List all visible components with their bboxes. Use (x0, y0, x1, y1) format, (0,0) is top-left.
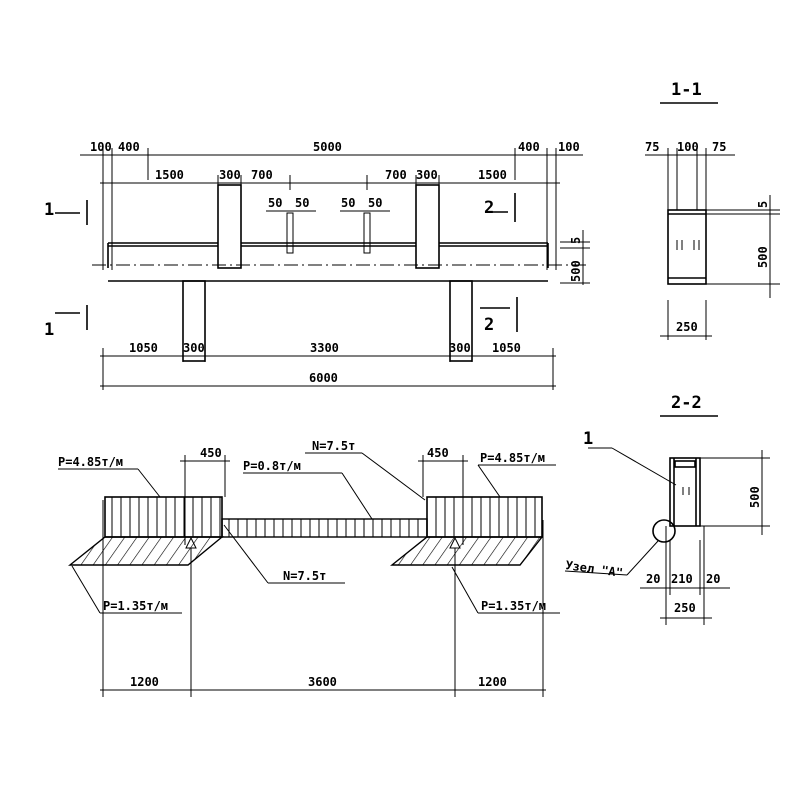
load-p-low-left: P=1.35т/м (103, 599, 168, 613)
load-diagram: 450 450 P=4.85т/м P=4.85т/м P=0.8т/м N=7… (58, 439, 560, 697)
load-p-low-right: P=1.35т/м (481, 599, 546, 613)
load-p-mid: P=0.8т/м (243, 459, 301, 473)
dim-1-1-75-left: 75 (645, 140, 659, 154)
dim-hole-50-c: 50 (341, 196, 355, 210)
dim-1500-left: 1500 (155, 168, 184, 182)
dim-1-1-5: 5 (756, 201, 770, 208)
section-2-2: 2-2 1 500 Узел "А" (565, 393, 770, 625)
dim-hole-50-b: 50 (295, 196, 309, 210)
dim-700-left: 700 (251, 168, 273, 182)
dim-2-2-500: 500 (748, 486, 762, 508)
beam-plan: 100 400 5000 400 100 1500 300 700 700 30… (44, 140, 590, 390)
support-width-left: 450 (200, 446, 222, 460)
dim-1-1-75-right: 75 (712, 140, 726, 154)
dim-300-right: 300 (416, 168, 438, 182)
dim-top-5000: 5000 (313, 140, 342, 154)
load-p-left: P=4.85т/м (58, 455, 123, 469)
dim-2-2-250: 250 (674, 601, 696, 615)
dim-300-bottom-right: 300 (449, 341, 471, 355)
section-mark-2-top: 2 (484, 198, 494, 218)
span-dim-right: 1200 (478, 675, 507, 689)
dim-hole-50-a: 50 (268, 196, 282, 210)
section-2-2-title: 2-2 (671, 393, 702, 413)
dim-2-2-20-left: 20 (646, 572, 660, 586)
dim-2-2-210: 210 (671, 572, 693, 586)
section-mark-1-top: 1 (44, 200, 54, 220)
section-1-1: 1-1 75 100 75 5 500 (645, 80, 780, 340)
dim-top-100-left: 100 (90, 140, 112, 154)
load-n-bottom: N=7.5т (283, 569, 326, 583)
dim-2-2-20-right: 20 (706, 572, 720, 586)
dim-top-400-right: 400 (518, 140, 540, 154)
dim-1050-left: 1050 (129, 341, 158, 355)
load-p-right: P=4.85т/м (480, 451, 545, 465)
dim-total-6000: 6000 (309, 371, 338, 385)
dim-1050-right: 1050 (492, 341, 521, 355)
dim-1-1-250: 250 (676, 320, 698, 334)
dim-top-100-right: 100 (558, 140, 580, 154)
dim-1-1-100: 100 (677, 140, 699, 154)
span-dim-mid: 3600 (308, 675, 337, 689)
load-n-top: N=7.5т (312, 439, 355, 453)
section-mark-1-bottom: 1 (44, 320, 54, 340)
support-width-right: 450 (427, 446, 449, 460)
section-2-2-leader-1: 1 (583, 429, 593, 449)
span-dim-left: 1200 (130, 675, 159, 689)
section-1-1-title: 1-1 (671, 80, 702, 100)
dim-300-left: 300 (219, 168, 241, 182)
dim-height-500: 500 (569, 260, 583, 282)
node-a-label: Узел "А" (565, 558, 624, 580)
dim-300-bottom-left: 300 (183, 341, 205, 355)
section-mark-2-bottom: 2 (484, 315, 494, 335)
dim-700-right: 700 (385, 168, 407, 182)
dim-1-1-500: 500 (756, 246, 770, 268)
dim-hole-50-d: 50 (368, 196, 382, 210)
dim-3300: 3300 (310, 341, 339, 355)
dim-height-5: 5 (569, 237, 583, 244)
dim-top-400-left: 400 (118, 140, 140, 154)
dim-1500-right: 1500 (478, 168, 507, 182)
